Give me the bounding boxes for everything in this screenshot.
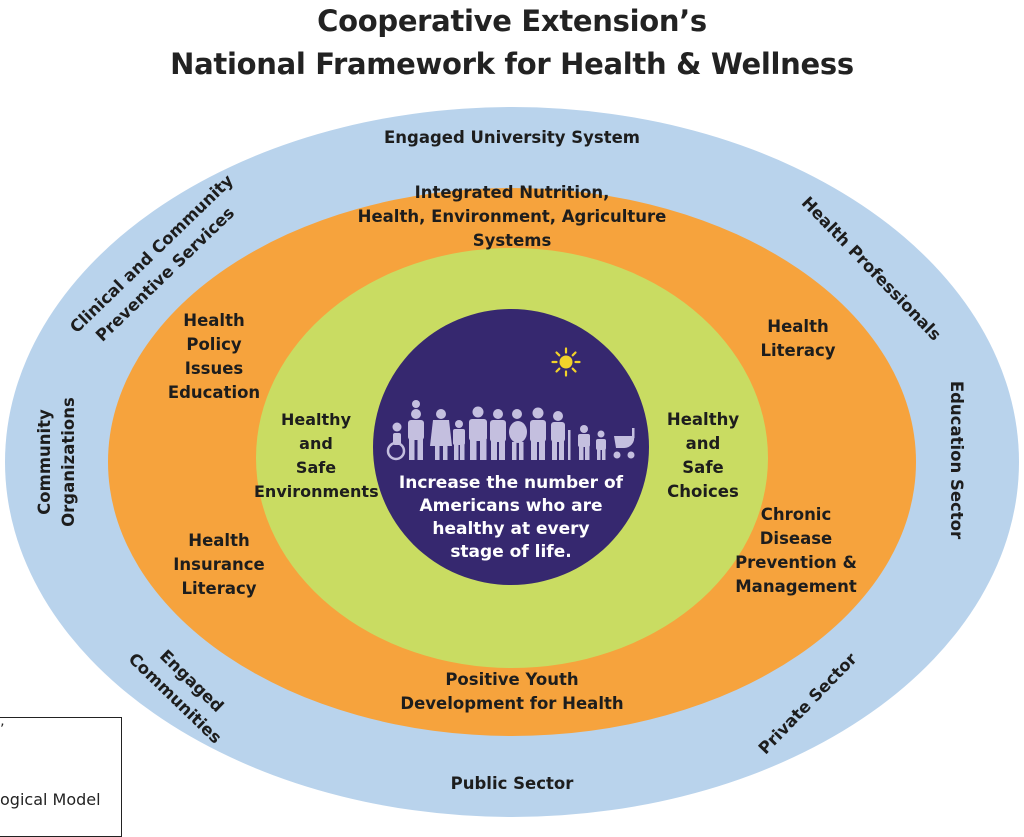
title-line-1: Cooperative Extension’s	[317, 4, 707, 38]
label-engaged-university-system: Engaged University System	[384, 128, 640, 147]
label-line: Insurance	[173, 555, 265, 574]
label-line: Development for Health	[400, 694, 624, 713]
label-health-literacy: Health Literacy	[728, 315, 868, 363]
label-line: Health	[767, 317, 829, 336]
label-line: Community	[35, 409, 54, 515]
sun-icon	[551, 347, 581, 377]
legend-mark: ’	[0, 722, 5, 738]
label-line: Safe	[682, 458, 724, 477]
label-line: and	[685, 434, 721, 453]
legend-box	[0, 717, 122, 837]
label-chronic-disease-prevention-management: Chronic Disease Prevention & Management	[722, 503, 870, 599]
label-line: Health	[188, 531, 250, 550]
label-line: Positive Youth	[445, 670, 579, 689]
label-health-policy-issues-education: Health Policy Issues Education	[144, 309, 284, 405]
label-public-sector: Public Sector	[450, 774, 574, 793]
core-line: Increase the number of	[398, 473, 624, 493]
label-line: Issues	[184, 359, 244, 378]
label-healthy-safe-environments: Healthy and Safe Environments	[254, 408, 379, 504]
core-circle	[373, 309, 649, 585]
label-line: Literacy	[181, 579, 257, 598]
label-line: Environments	[254, 482, 379, 501]
people-group-icon	[386, 400, 635, 461]
core-goal-text: Increase the number of Americans who are…	[381, 472, 641, 564]
core-line: healthy at every	[432, 519, 590, 539]
label-line: Healthy	[281, 410, 351, 429]
label-line: Management	[735, 577, 857, 596]
label-line: Systems	[472, 231, 552, 250]
label-positive-youth-development: Positive Youth Development for Health	[352, 668, 672, 716]
label-line: Healthy	[666, 410, 740, 429]
label-healthy-safe-choices: Healthy and Safe Choices	[653, 408, 753, 504]
title-line-2: National Framework for Health & Wellness	[170, 47, 854, 81]
label-line: Literacy	[760, 341, 836, 360]
label-line: Prevention &	[735, 553, 857, 572]
label-community-organizations: Community Organizations	[33, 392, 81, 532]
label-integrated-nutrition-systems: Integrated Nutrition, Health, Environmen…	[322, 181, 702, 253]
core-line: stage of life.	[450, 542, 572, 562]
label-line: Organizations	[59, 397, 78, 527]
label-line: Integrated Nutrition,	[414, 183, 610, 202]
label-line: Choices	[667, 482, 739, 501]
label-line: Chronic	[760, 505, 832, 524]
label-line: Policy	[186, 335, 242, 354]
core-line: Americans who are	[419, 496, 603, 516]
label-line: Disease	[759, 529, 833, 548]
label-education-sector: Education Sector	[947, 380, 966, 540]
label-line: Education	[167, 383, 261, 402]
label-line: Safe	[295, 458, 337, 477]
legend-partial-text: ogical Model	[0, 790, 101, 809]
label-line: Health, Environment, Agriculture	[357, 207, 667, 226]
label-line: and	[299, 434, 333, 453]
label-line: Health	[183, 311, 245, 330]
label-health-insurance-literacy: Health Insurance Literacy	[149, 529, 289, 601]
nested-ellipse-diagram	[5, 107, 1019, 817]
